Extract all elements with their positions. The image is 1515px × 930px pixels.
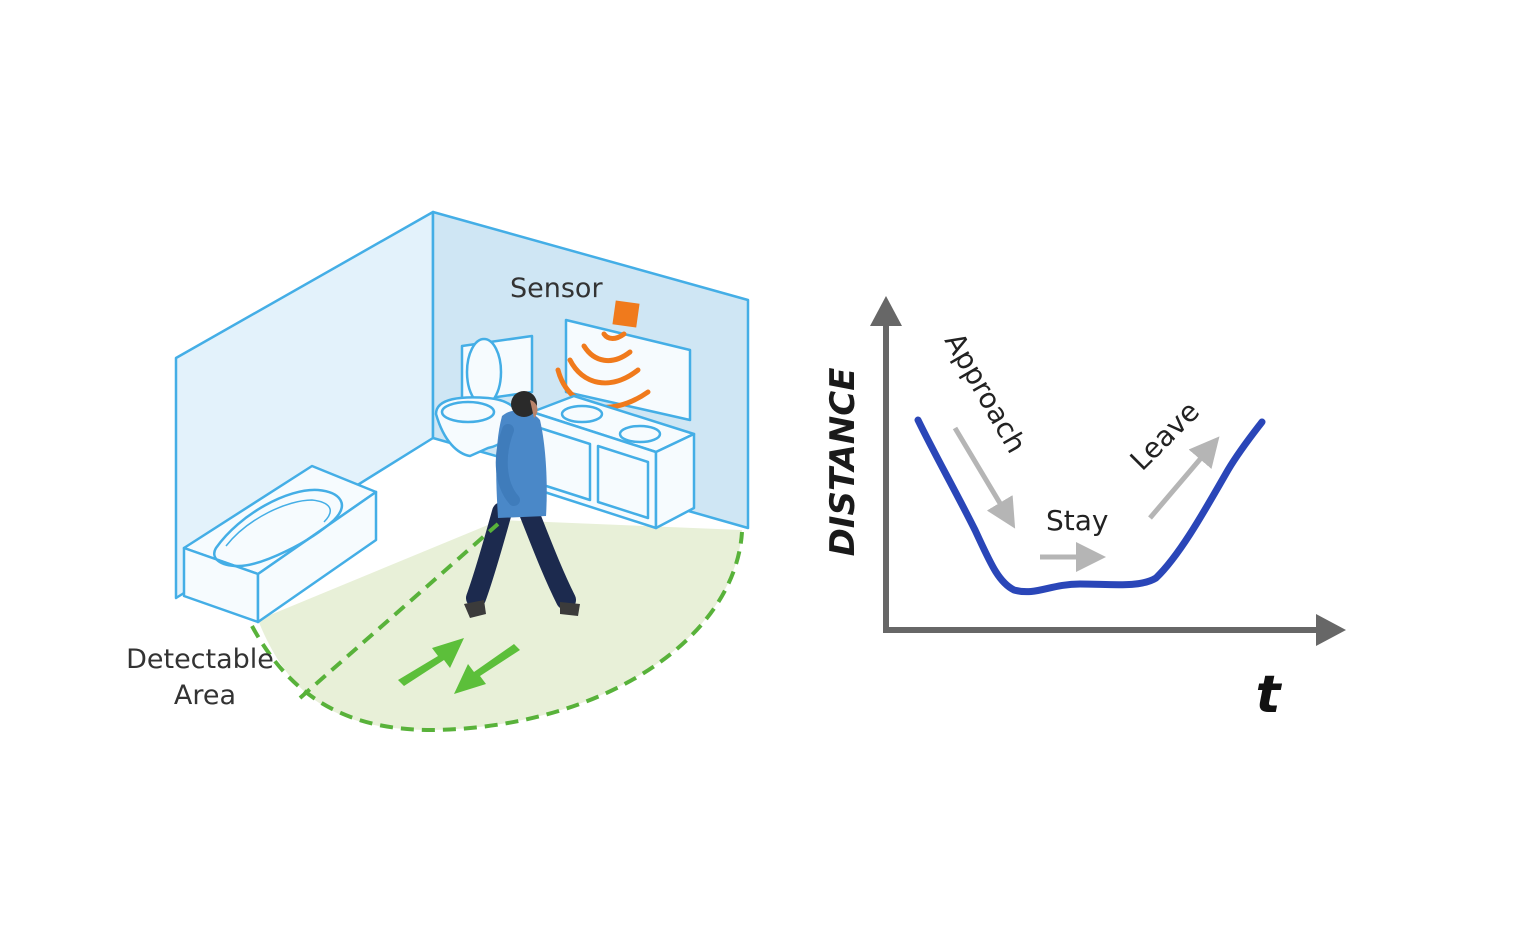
x-axis-arrowhead [1316,614,1346,646]
floor [258,520,742,730]
sensor-label: Sensor [510,273,603,304]
y-axis-label: DISTANCE [823,368,863,557]
stay-label: Stay [1046,504,1108,537]
detectable-area-label-line1: Detectable [126,644,274,675]
x-axis-label: t [1256,665,1283,725]
leave-arrow [1148,436,1220,520]
toilet [434,334,534,458]
sensor-icon [612,300,640,328]
detectable-area-label-line2: Area [174,680,236,711]
mirror [564,318,692,422]
approach-label: Approach [938,327,1033,459]
approach-arrow [952,426,1016,529]
bidirectional-arrow-icon [398,638,520,694]
detectable-area-boundary [250,522,744,733]
bathroom-illustration: Sensor Detectable Area [126,210,750,733]
walking-person-icon [464,391,580,618]
vanity-cabinet [530,394,696,530]
distance-time-plot: Approach Stay Leave DISTANCE t [823,296,1346,725]
bathtub [182,464,378,624]
distance-curve [914,416,1266,596]
y-axis-arrowhead [870,296,902,326]
